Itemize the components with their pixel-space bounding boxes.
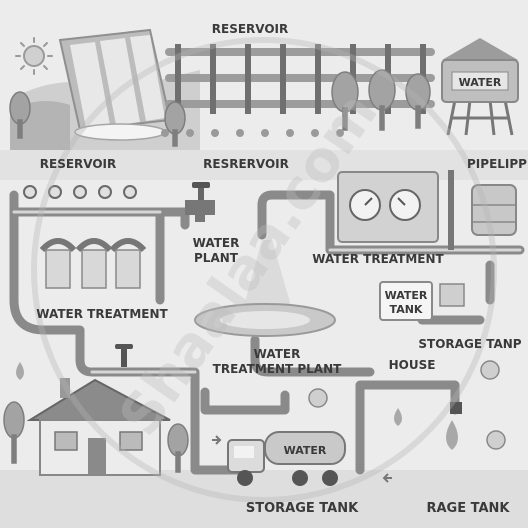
treatment-machine [338, 172, 438, 242]
label-storage-tank-bottom: STORAGE TANK [246, 501, 359, 516]
label-house: HOUSE [389, 358, 436, 372]
label-water-tank-1: WATER [385, 289, 428, 302]
label-water-plant-2: PLANT [194, 251, 239, 265]
label-reservoir-mid: RESRERVOIR [203, 157, 289, 171]
label-water-tank-2: TANK [390, 303, 423, 316]
label-pipeline: PIPELIPP [467, 157, 527, 171]
label-storage-tank-cut: RAGE TANK [426, 501, 510, 516]
label-storage-tank-right: STORAGE TANP [418, 337, 521, 351]
label-water-treatment-left: WATER TREATMENT [36, 307, 168, 321]
label-reservoir-top: RESERVOIR [212, 22, 289, 36]
label-reservoir-left: RESERVOIR [40, 157, 117, 171]
label-water-treatment-right: WATER TREATMENT [312, 252, 444, 266]
tower-sign-label: WATER [459, 76, 502, 89]
truck-sign-label: WATER [284, 444, 327, 457]
label-water-plant-1: WATER [193, 236, 240, 250]
label-treatment-plant-1: WATER [254, 347, 301, 361]
label-treatment-plant-2: TREATMENT PLANT [213, 362, 342, 376]
